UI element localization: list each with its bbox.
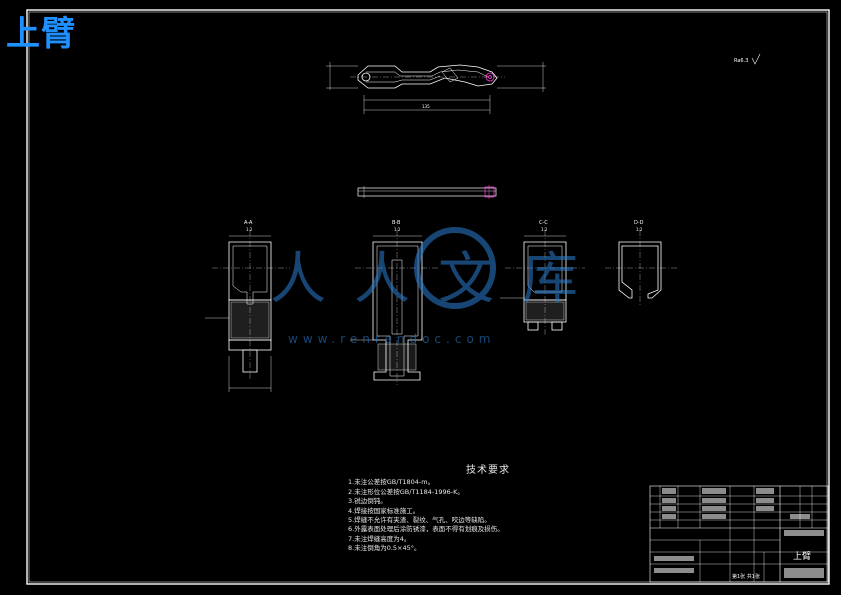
title-block — [649, 485, 829, 583]
inner-border — [28, 11, 828, 583]
technical-requirements: 技术要求 1.未注公差按GB/T1804-m。 2.未注形位公差按GB/T118… — [348, 465, 628, 554]
section-scale-b: 1:2 — [394, 227, 401, 232]
section-a-a — [212, 230, 290, 392]
section-d-d — [605, 230, 678, 305]
bottom-view — [357, 185, 497, 199]
section-scale-a: 1:2 — [246, 227, 253, 232]
tech-item: 1.未注公差按GB/T1804-m。 — [348, 478, 435, 487]
outer-border — [26, 9, 830, 585]
main-view — [326, 62, 546, 114]
section-label-b: B-B — [392, 220, 401, 226]
tech-item: 7.未注焊缝高度为4。 — [348, 534, 411, 543]
section-scale-d: 1:2 — [636, 227, 643, 232]
tech-item: 2.未注形位公差按GB/T1184-1996-K。 — [348, 487, 464, 496]
watermark-url: www.renrendoc.com — [288, 332, 495, 346]
title-block-part-name: 上臂 — [793, 550, 811, 562]
watermark-logo-icon — [414, 227, 496, 309]
section-scale-c: 1:2 — [541, 227, 548, 232]
part-title: 上臂 — [6, 14, 76, 54]
section-label-c: C-C — [539, 220, 548, 226]
tech-item: 4.焊接按国家标准施工。 — [348, 506, 420, 515]
tech-item: 6.外露表面处理后涂防锈漆，表面不得有划痕及损伤。 — [348, 525, 504, 534]
title-block-fills — [654, 488, 824, 578]
tech-item: 5.焊缝不允许有夹渣、裂纹、气孔、咬边等缺陷。 — [348, 516, 491, 525]
section-label-a: A-A — [244, 220, 253, 226]
roughness-symbol — [751, 53, 761, 65]
watermark-text: 人人文库 — [270, 247, 606, 312]
tech-item: 8.未注倒角为0.5×45°。 — [348, 544, 421, 553]
watermark: 人人文库 www.renrendoc.com — [270, 227, 606, 346]
section-label-d: D-D — [634, 220, 644, 226]
tech-item: 3.锐边倒钝。 — [348, 497, 387, 506]
section-c-c — [500, 230, 585, 335]
tech-heading: 技术要求 — [466, 465, 510, 476]
title-block-sheet-info: 第1张 共1张 — [732, 573, 760, 580]
roughness-note: Ra6.3 — [734, 58, 748, 64]
dim-overall-length: 135 — [422, 104, 430, 109]
